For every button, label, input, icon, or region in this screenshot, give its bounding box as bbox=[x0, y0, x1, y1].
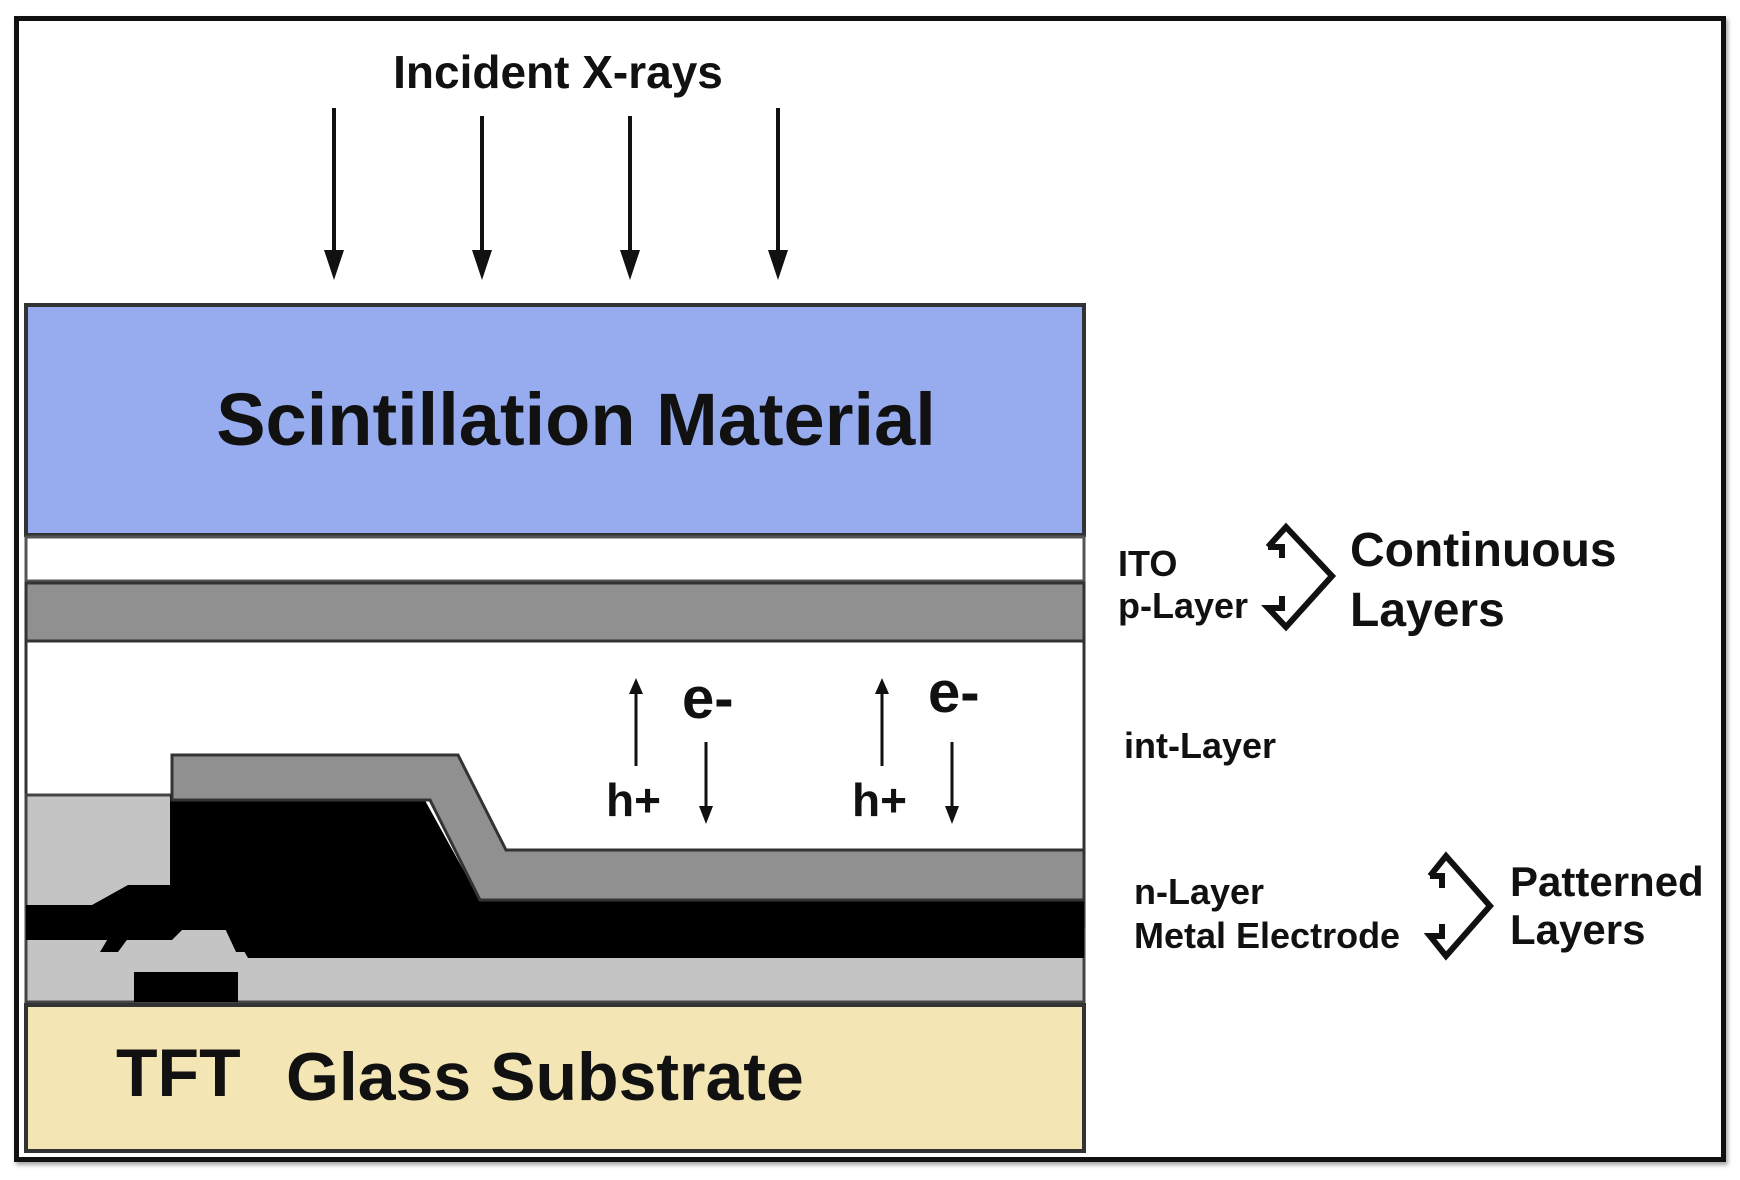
incident-xrays-title: Incident X-rays bbox=[393, 46, 723, 98]
tft-gate bbox=[134, 972, 238, 1002]
metal-electrode-label: Metal Electrode bbox=[1134, 915, 1400, 956]
charge-pair-1: e- h+ bbox=[606, 666, 734, 826]
continuous-label-line2: Layers bbox=[1350, 584, 1505, 637]
charge-pair-2: e- h+ bbox=[852, 660, 980, 826]
continuous-bracket-icon bbox=[1261, 522, 1337, 632]
xray-arrowhead bbox=[768, 250, 788, 280]
n-layer-label: n-Layer bbox=[1134, 871, 1264, 912]
glass-substrate-layer bbox=[24, 1003, 1086, 1153]
xray-arrowhead bbox=[620, 250, 640, 280]
continuous-label-line1: Continuous bbox=[1350, 524, 1617, 577]
n-layer bbox=[170, 753, 1086, 902]
p-layer bbox=[24, 581, 1086, 643]
hole-label: h+ bbox=[852, 774, 907, 826]
patterned-bracket-icon bbox=[1423, 851, 1494, 961]
continuous-bracket-icon-tail bbox=[1268, 544, 1285, 558]
electron-arrow-down bbox=[699, 806, 713, 824]
tft-structure bbox=[24, 753, 1086, 1004]
scintillation-label: Scintillation Material bbox=[216, 378, 936, 461]
metal-electrode-layer bbox=[26, 795, 1084, 958]
electron-arrow-down bbox=[945, 806, 959, 824]
int-layer-label: int-Layer bbox=[1124, 725, 1276, 766]
tft-label: TFT bbox=[116, 1035, 241, 1111]
glass-substrate-label: Glass Substrate bbox=[286, 1039, 804, 1115]
xray-arrowhead bbox=[472, 250, 492, 280]
tft-drain bbox=[188, 905, 258, 952]
electron-label: e- bbox=[682, 666, 734, 731]
patterned-label-line2: Layers bbox=[1510, 906, 1645, 953]
hole-label: h+ bbox=[606, 774, 661, 826]
patterned-label-line1: Patterned bbox=[1510, 858, 1704, 905]
tft-source bbox=[100, 905, 168, 952]
xray-arrowhead bbox=[324, 250, 344, 280]
patterned-bracket-icon-tail bbox=[1430, 873, 1445, 888]
ito-layer bbox=[24, 535, 1086, 583]
electron-label: e- bbox=[928, 660, 980, 725]
hole-arrow-up bbox=[875, 678, 889, 694]
xray-arrows bbox=[332, 108, 780, 260]
ito-label: ITO bbox=[1118, 543, 1177, 584]
scintillation-layer bbox=[24, 303, 1086, 537]
hole-arrow-up bbox=[629, 678, 643, 694]
p-layer-label: p-Layer bbox=[1118, 585, 1248, 626]
xray-arrowheads bbox=[324, 250, 788, 280]
